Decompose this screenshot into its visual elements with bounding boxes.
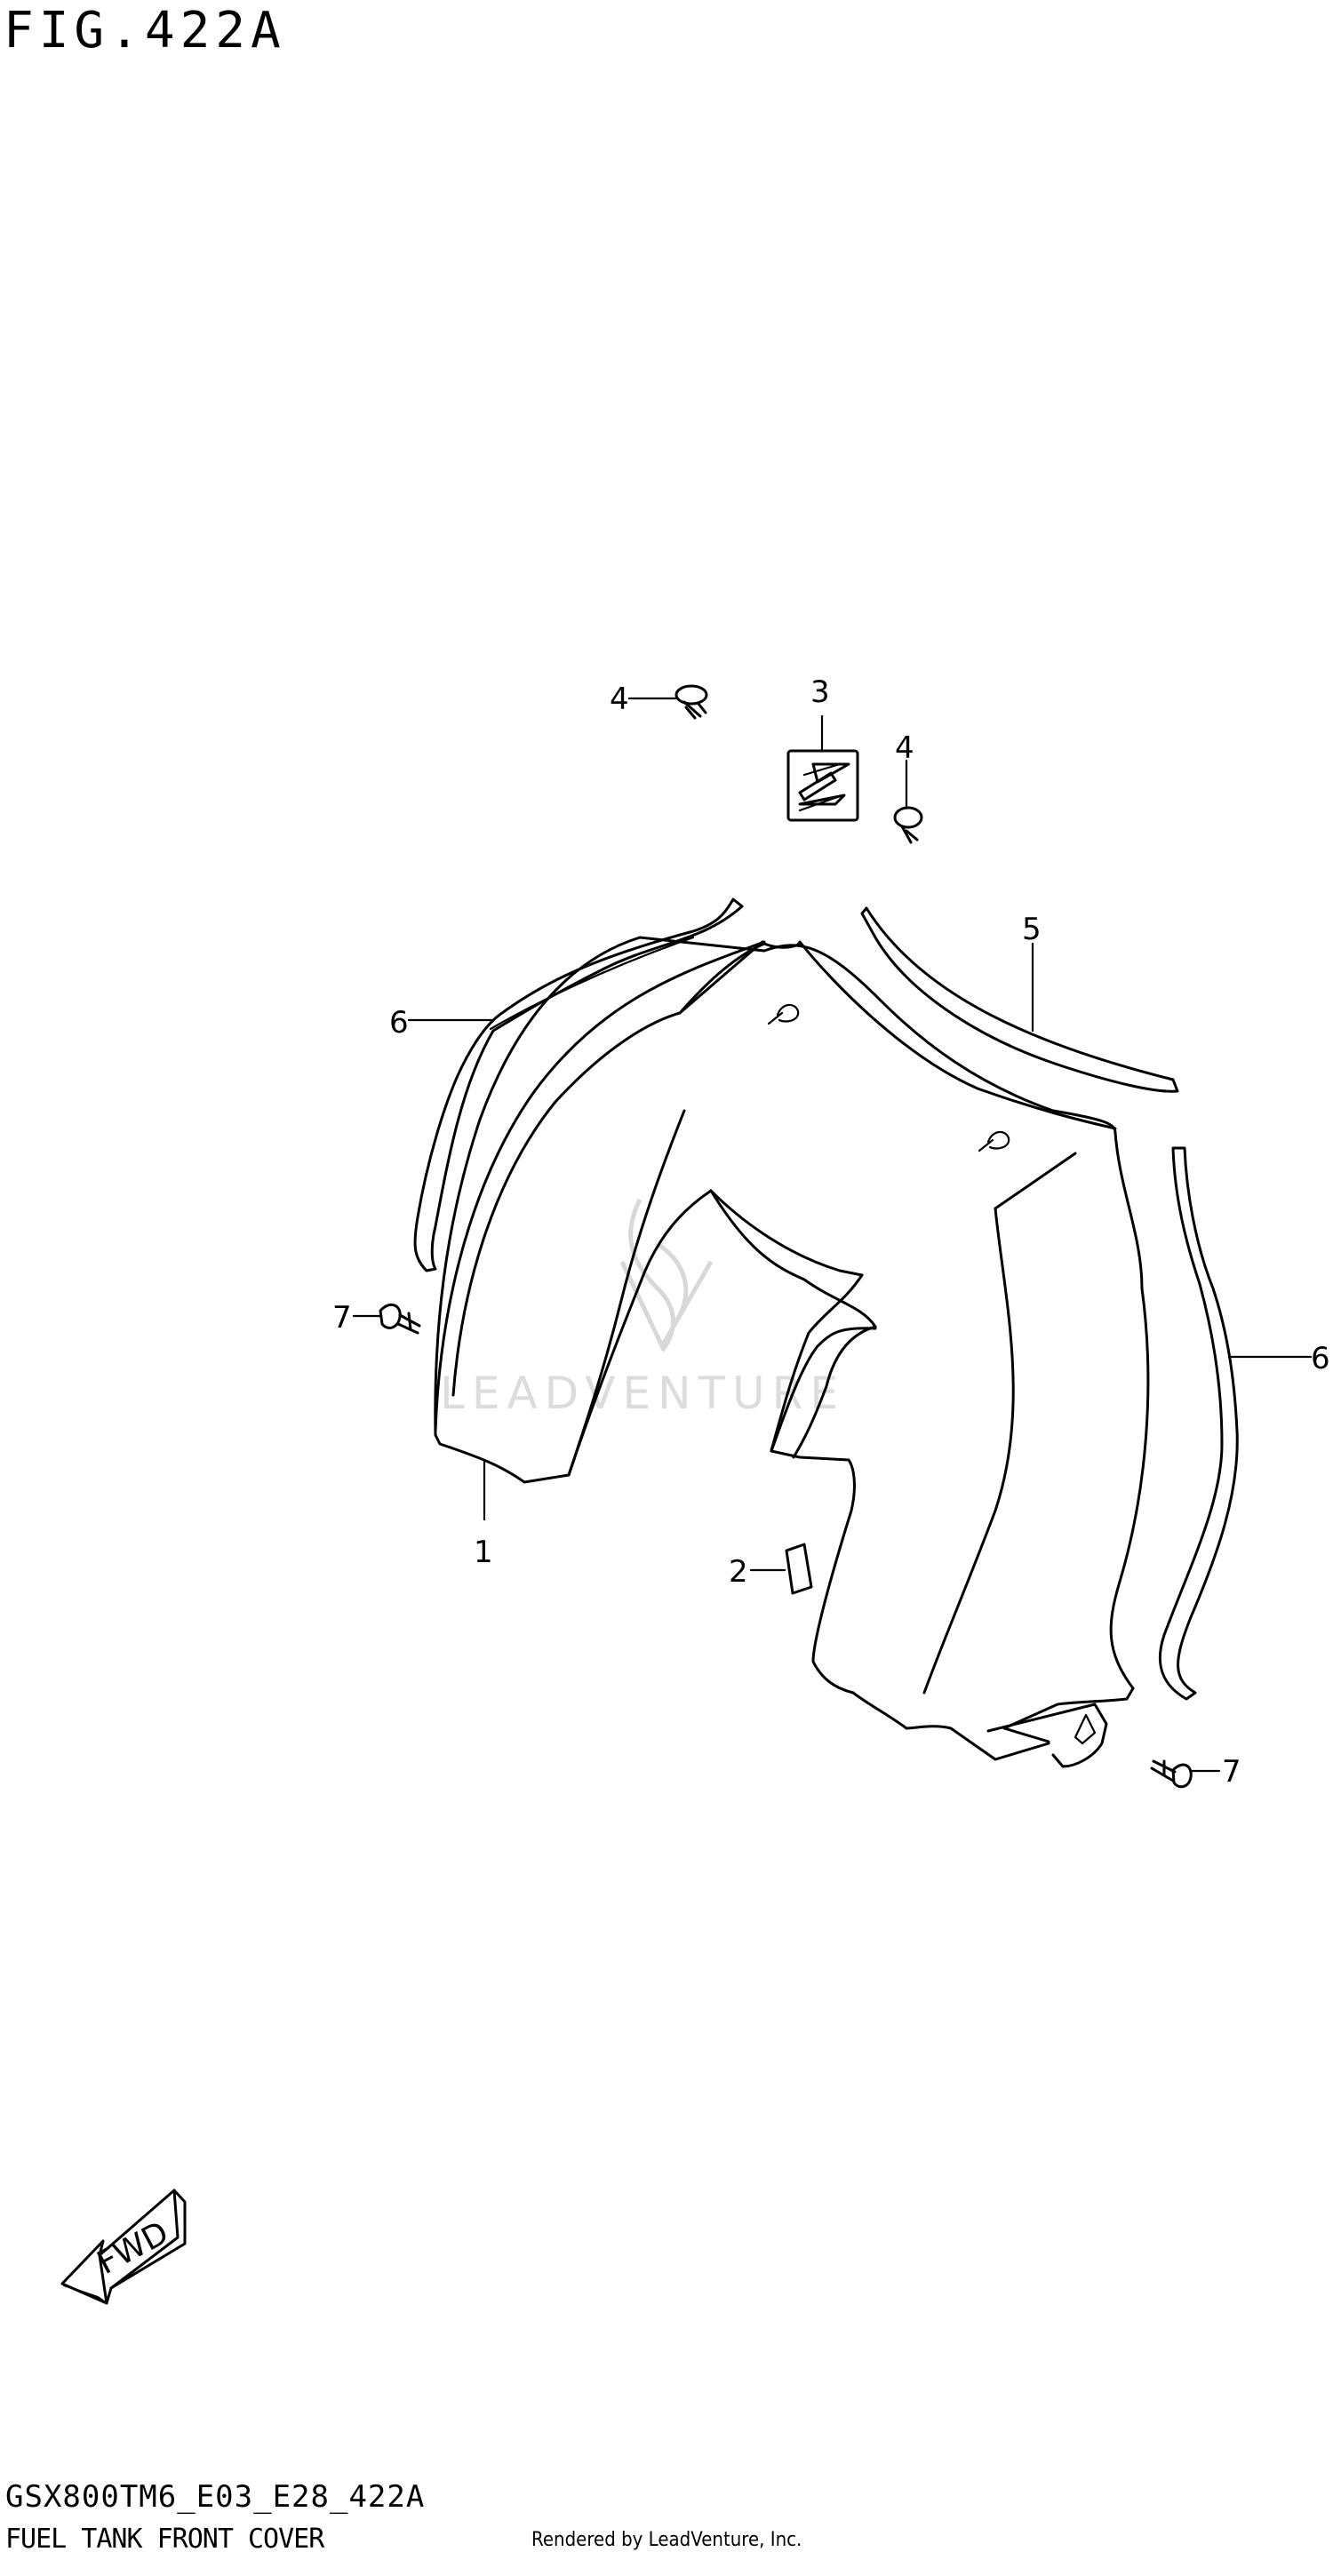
callout-2: 2 bbox=[729, 1554, 748, 1590]
section-name: FUEL TANK FRONT COVER bbox=[5, 2524, 324, 2555]
part-7-clip-left[interactable] bbox=[379, 1303, 421, 1335]
callout-5: 5 bbox=[1022, 912, 1042, 947]
callout-4-upper: 4 bbox=[610, 682, 629, 717]
fwd-direction-badge: FWD bbox=[60, 2189, 187, 2305]
watermark-logo-icon bbox=[619, 1198, 714, 1352]
callout-6-right: 6 bbox=[1311, 1341, 1330, 1376]
part-6-seal-right[interactable] bbox=[1158, 1146, 1239, 1701]
part-4-screw-right[interactable] bbox=[893, 806, 923, 844]
watermark-text: LEADVENTURE bbox=[440, 1368, 845, 1419]
part-1-front-cover[interactable] bbox=[434, 936, 1150, 1768]
rendered-by-credit: Rendered by LeadVenture, Inc. bbox=[531, 2529, 802, 2551]
forward-arrow-icon bbox=[60, 2189, 187, 2305]
part-5-trim-strip[interactable] bbox=[860, 906, 1179, 1093]
part-4-screw-upper[interactable] bbox=[674, 684, 708, 720]
part-2-pad[interactable] bbox=[785, 1543, 813, 1595]
emblem-logo-icon bbox=[798, 762, 850, 806]
leadventure-watermark: LEADVENTURE bbox=[440, 1198, 845, 1419]
callout-7-right: 7 bbox=[1222, 1754, 1241, 1790]
callout-3: 3 bbox=[810, 674, 830, 710]
callout-1: 1 bbox=[474, 1535, 493, 1570]
model-code: GSX800TM6_E03_E28_422A bbox=[5, 2479, 426, 2515]
figure-title: FIG.422A bbox=[4, 2, 286, 60]
callout-7-left: 7 bbox=[332, 1300, 352, 1336]
callout-4-right: 4 bbox=[895, 730, 914, 766]
callout-6-left: 6 bbox=[389, 1005, 409, 1041]
leader-lines bbox=[352, 697, 1313, 1773]
part-6-seal-left[interactable] bbox=[413, 897, 744, 1272]
part-3-emblem[interactable] bbox=[786, 749, 859, 822]
part-7-clip-right[interactable] bbox=[1150, 1759, 1193, 1789]
